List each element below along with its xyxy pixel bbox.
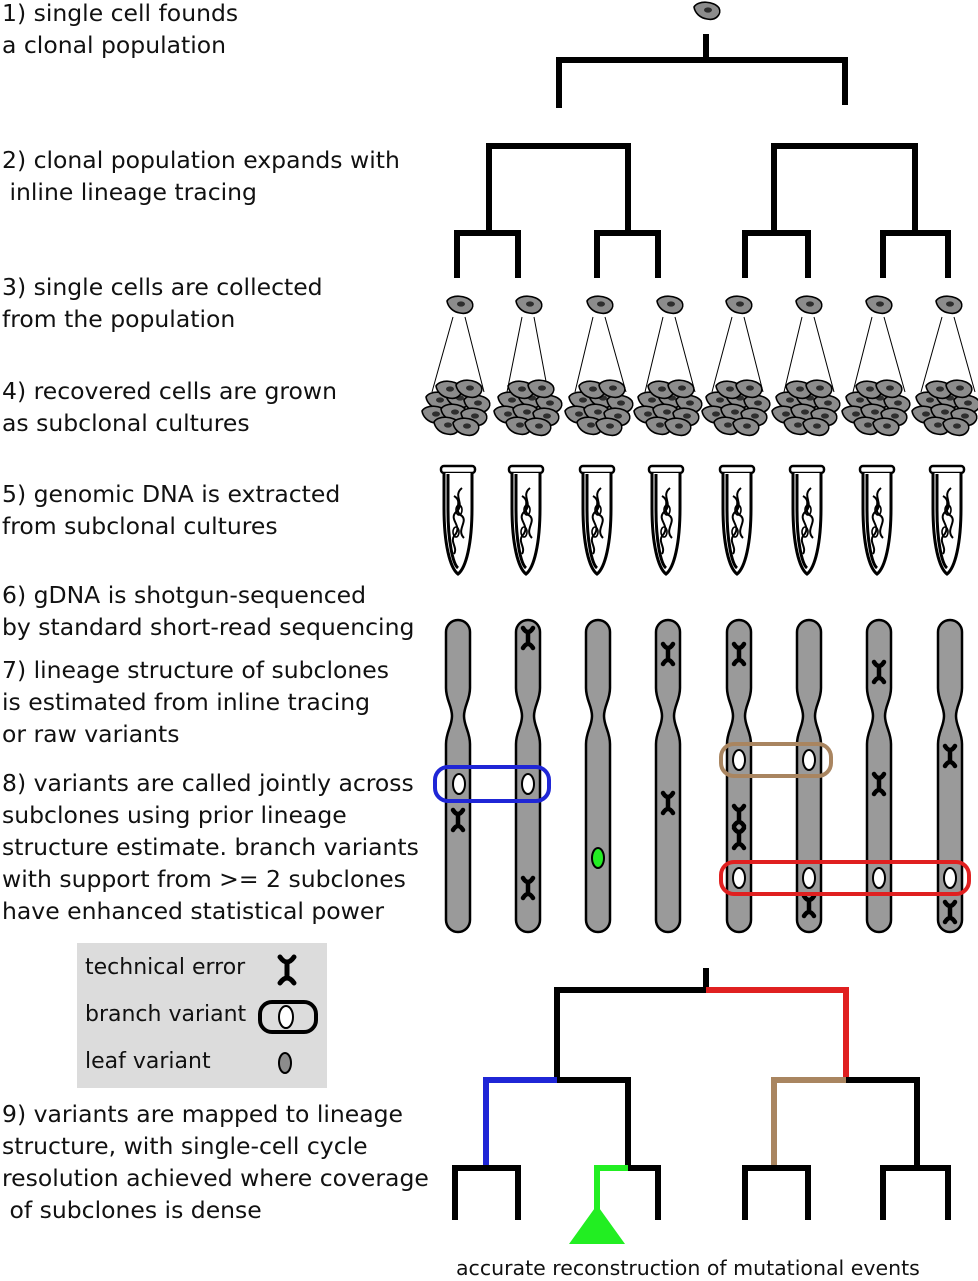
branch-variants <box>433 742 971 896</box>
cell-cluster-icon <box>842 380 910 435</box>
tube-icon <box>439 464 477 576</box>
step-4-text: 4) recovered cells are grown as subclona… <box>2 377 338 437</box>
cell-cluster-icon <box>422 380 490 435</box>
blue-branch-variant-box <box>433 765 551 803</box>
founder-cell-icon <box>693 1 721 21</box>
technical-error-icon <box>277 954 297 986</box>
tube-icon <box>858 464 896 576</box>
step-3-text: 3) single cells are collected from the p… <box>2 273 323 333</box>
step-9-text: 9) variants are mapped to lineage struct… <box>2 1100 429 1224</box>
legend-box: technical error branch variant leaf vari… <box>77 943 327 1088</box>
cell-icon <box>935 295 963 315</box>
cell-cluster-icon <box>494 380 562 435</box>
tube-icon <box>928 464 966 576</box>
tube-icon <box>578 464 616 576</box>
step-5-text: 5) genomic DNA is extracted from subclon… <box>2 480 341 540</box>
red-branch-variant-box <box>719 860 971 896</box>
cell-icon <box>795 295 823 315</box>
cell-icon <box>586 295 614 315</box>
legend-leaf-variant-label: leaf variant <box>85 1049 211 1074</box>
branch-variant-icon <box>258 1000 318 1034</box>
chromosome-icon <box>584 618 612 934</box>
cell-icon <box>865 295 893 315</box>
dna-tubes <box>439 464 966 576</box>
leaf-clade-triangle <box>569 1205 625 1244</box>
tan-branch-variant-box <box>719 742 833 778</box>
cell-cluster-icon <box>634 380 702 435</box>
tube-icon <box>718 464 756 576</box>
step-2-text: 2) clonal population expands with inline… <box>2 146 400 206</box>
cell-icon <box>446 295 474 315</box>
leaf-variant-icon <box>278 1052 292 1074</box>
legend-technical-error-label: technical error <box>85 955 246 980</box>
subclonal-cultures <box>422 380 978 435</box>
chromosome-icon <box>654 618 682 934</box>
step-6-text: 6) gDNA is shotgun-sequenced by standard… <box>2 581 415 641</box>
step-8-text: 8) variants are called jointly across su… <box>2 769 419 925</box>
cell-cluster-icon <box>702 380 770 435</box>
tube-icon <box>647 464 685 576</box>
reconstruction-caption: accurate reconstruction of mutational ev… <box>456 1256 920 1280</box>
sampled-cells <box>446 295 963 315</box>
step-7-text: 7) lineage structure of subclones is est… <box>2 656 389 748</box>
leaf-variant-icon <box>591 847 605 869</box>
cell-icon <box>656 295 684 315</box>
expansion-lines <box>431 316 976 393</box>
tube-icon <box>788 464 826 576</box>
reconstructed-tree <box>452 968 951 1220</box>
cell-cluster-icon <box>772 380 840 435</box>
lineage-tree <box>454 34 951 278</box>
step-1-text: 1) single cell founds a clonal populatio… <box>2 0 239 59</box>
cell-cluster-icon <box>565 380 633 435</box>
cell-icon <box>515 295 543 315</box>
tube-icon <box>507 464 545 576</box>
cell-icon <box>725 295 753 315</box>
legend-branch-variant-label: branch variant <box>85 1002 247 1027</box>
